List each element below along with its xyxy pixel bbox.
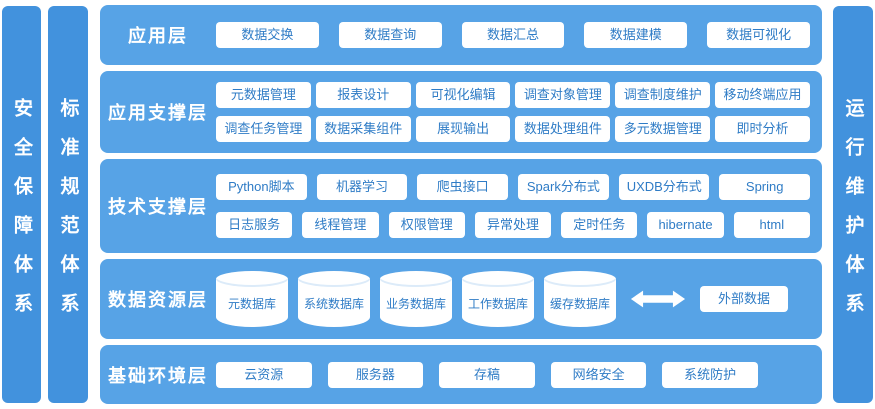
chip-data-summary: 数据汇总 bbox=[461, 22, 565, 48]
chip-html: html bbox=[733, 212, 810, 238]
database-label: 系统数据库 bbox=[303, 297, 364, 311]
chip-machine-learning: 机器学习 bbox=[316, 174, 408, 200]
chip-visual-edit: 可视化编辑 bbox=[415, 82, 511, 108]
layer-application-label: 应用层 bbox=[128, 26, 188, 46]
chip-spring: Spring bbox=[719, 174, 811, 200]
security-system-label: 安全保障体系 bbox=[11, 97, 32, 332]
database-cylinder-system: 系统数据库 bbox=[298, 271, 370, 327]
layer-basic-env: 基础环境层 云资源 服务器 存稿 网络安全 系统防护 bbox=[100, 345, 822, 404]
cylinder-top bbox=[216, 271, 288, 287]
operations-system-bar: 运行维护体系 bbox=[833, 6, 873, 403]
chip-storage: 存稿 bbox=[439, 361, 535, 388]
database-label: 工作数据库 bbox=[467, 297, 528, 311]
chip-network-security: 网络安全 bbox=[550, 361, 647, 388]
cylinder-body bbox=[380, 279, 452, 327]
cylinder-body bbox=[462, 279, 534, 327]
chip-display-output: 展现输出 bbox=[415, 116, 511, 142]
chip-thread-mgmt: 线程管理 bbox=[302, 212, 379, 238]
standards-system-bar: 标准规范体系 bbox=[48, 6, 88, 403]
chip-permission-mgmt: 权限管理 bbox=[388, 212, 465, 238]
layer-application: 应用层 数据交换 数据查询 数据汇总 数据建模 数据可视化 bbox=[100, 5, 822, 65]
layer-data-resource-label: 数据资源层 bbox=[108, 290, 208, 310]
layer-basic-env-label: 基础环境层 bbox=[108, 365, 208, 386]
layer-tech-support-label: 技术支撑层 bbox=[108, 197, 208, 217]
chip-data-visualization: 数据可视化 bbox=[707, 22, 810, 48]
database-label: 元数据库 bbox=[227, 297, 276, 311]
chip-mobile-app: 移动终端应用 bbox=[715, 82, 810, 108]
chip-multi-data-mgmt: 多元数据管理 bbox=[615, 116, 711, 142]
chip-spark: Spark分布式 bbox=[518, 174, 609, 200]
chip-scheduled-tasks: 定时任务 bbox=[561, 212, 638, 238]
chip-system-protection: 系统防护 bbox=[662, 361, 758, 388]
layer-application-chips: 数据交换 数据查询 数据汇总 数据建模 数据可视化 bbox=[216, 22, 810, 48]
database-cylinder-business: 业务数据库 bbox=[380, 271, 452, 327]
layer-tech-support-chips: Python脚本 机器学习 爬虫接口 Spark分布式 UXDB分布式 Spri… bbox=[216, 174, 811, 238]
chip-report-design: 报表设计 bbox=[315, 82, 411, 108]
operations-system-label: 运行维护体系 bbox=[842, 97, 864, 332]
layer-app-support-label: 应用支撑层 bbox=[108, 103, 208, 123]
cylinder-top bbox=[380, 271, 452, 287]
chip-row: 数据交换 数据查询 数据汇总 数据建模 数据可视化 bbox=[216, 22, 810, 48]
chip-row: 云资源 服务器 存稿 网络安全 系统防护 bbox=[216, 361, 810, 388]
chip-instant-analysis: 即时分析 bbox=[715, 116, 810, 142]
database-label: 缓存数据库 bbox=[549, 297, 610, 311]
chip-data-process-comp: 数据处理组件 bbox=[515, 116, 611, 142]
cylinder-top bbox=[462, 271, 534, 287]
database-cylinder-cache: 缓存数据库 bbox=[544, 271, 616, 327]
layer-app-support: 应用支撑层 元数据管理 报表设计 可视化编辑 调查对象管理 调查制度维护 移动终… bbox=[100, 71, 822, 153]
chip-server: 服务器 bbox=[327, 361, 424, 388]
cylinder-top bbox=[298, 271, 370, 287]
database-cylinder-work: 工作数据库 bbox=[462, 271, 534, 327]
standards-system-label: 标准规范体系 bbox=[57, 97, 79, 332]
database-cylinder-metadata: 元数据库 bbox=[216, 271, 288, 327]
chip-uxdb: UXDB分布式 bbox=[618, 174, 710, 200]
double-arrow-icon bbox=[630, 290, 686, 308]
chip-survey-task-mgmt: 调查任务管理 bbox=[216, 116, 311, 142]
chip-crawler-api: 爬虫接口 bbox=[417, 174, 509, 200]
cylinder-body bbox=[298, 279, 370, 327]
layer-basic-env-chips: 云资源 服务器 存稿 网络安全 系统防护 bbox=[216, 361, 810, 388]
chip-cloud-resource: 云资源 bbox=[216, 361, 312, 388]
cylinder-top bbox=[544, 271, 616, 287]
layer-tech-support: 技术支撑层 Python脚本 机器学习 爬虫接口 Spark分布式 UXDB分布… bbox=[100, 159, 822, 253]
chip-python-script: Python脚本 bbox=[216, 174, 307, 200]
database-row: 元数据库 系统数据库 业务数据库 工作数据库 缓存数据库 bbox=[216, 271, 810, 327]
chip-exception-handling: 异常处理 bbox=[474, 212, 552, 238]
chip-survey-system-maint: 调查制度维护 bbox=[615, 82, 711, 108]
chip-data-query: 数据查询 bbox=[338, 22, 442, 48]
chip-log-service: 日志服务 bbox=[216, 212, 293, 238]
chip-row: 日志服务 线程管理 权限管理 异常处理 定时任务 hibernate html bbox=[216, 212, 810, 238]
chip-row: 调查任务管理 数据采集组件 展现输出 数据处理组件 多元数据管理 即时分析 bbox=[216, 116, 810, 142]
layer-data-resource: 数据资源层 元数据库 系统数据库 业务数据库 工作数据库 bbox=[100, 259, 822, 339]
chip-row: Python脚本 机器学习 爬虫接口 Spark分布式 UXDB分布式 Spri… bbox=[216, 174, 811, 200]
chip-hibernate: hibernate bbox=[647, 212, 724, 238]
layer-app-support-chips: 元数据管理 报表设计 可视化编辑 调查对象管理 调查制度维护 移动终端应用 调查… bbox=[216, 82, 810, 142]
chip-metadata-mgmt: 元数据管理 bbox=[216, 82, 311, 108]
chip-data-collect-comp: 数据采集组件 bbox=[315, 116, 411, 142]
external-data-chip: 外部数据 bbox=[700, 286, 789, 312]
chip-data-modeling: 数据建模 bbox=[584, 22, 688, 48]
cylinder-body bbox=[544, 279, 616, 327]
chip-data-exchange: 数据交换 bbox=[216, 22, 319, 48]
chip-survey-object-mgmt: 调查对象管理 bbox=[515, 82, 611, 108]
security-system-bar: 安全保障体系 bbox=[2, 6, 41, 403]
chip-row: 元数据管理 报表设计 可视化编辑 调查对象管理 调查制度维护 移动终端应用 bbox=[216, 82, 810, 108]
database-label: 业务数据库 bbox=[385, 297, 446, 311]
cylinder-body bbox=[216, 279, 288, 327]
